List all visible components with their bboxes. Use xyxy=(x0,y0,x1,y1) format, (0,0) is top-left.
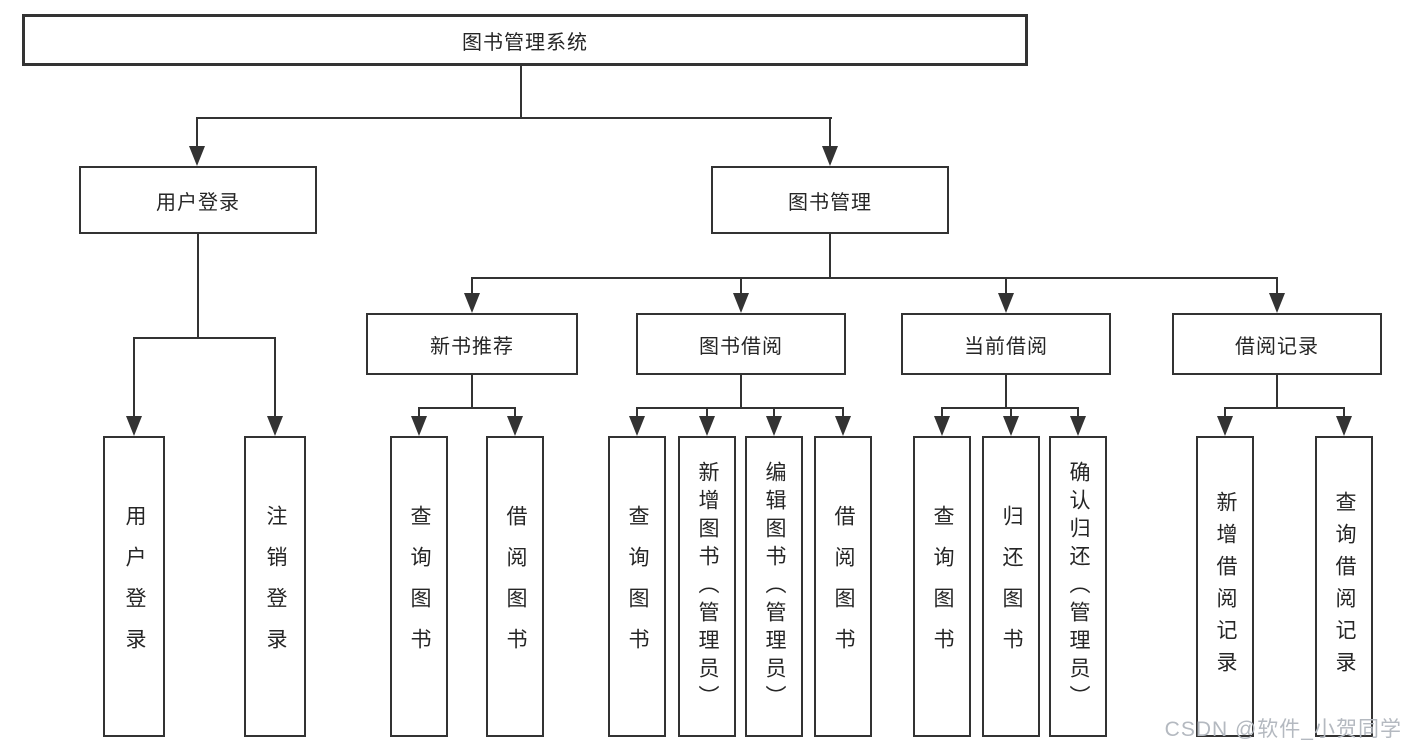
connector-root-split xyxy=(196,117,832,119)
node-root: 图书管理系统 xyxy=(22,14,1028,66)
module-borrow-records: 借阅记录 xyxy=(1172,313,1382,375)
arrow-down-icon xyxy=(835,416,851,436)
arrow-down-icon xyxy=(934,416,950,436)
connector-book-mgmt-split xyxy=(471,277,1278,279)
leaf-query-books: 查询图书 xyxy=(608,436,666,737)
arrow-down-icon xyxy=(507,416,523,436)
leaf-borrow-books: 借阅图书 xyxy=(814,436,872,737)
arrow-down-icon xyxy=(1336,416,1352,436)
leaf-user-login: 用户登录 xyxy=(103,436,165,737)
arrow-down-icon xyxy=(1003,416,1019,436)
connector-leaf-shaft xyxy=(941,407,943,417)
arrow-down-icon xyxy=(126,416,142,436)
module-book-borrow: 图书借阅 xyxy=(636,313,846,375)
arrow-down-icon xyxy=(411,416,427,436)
arrow-down-icon xyxy=(1070,416,1086,436)
leaf-borrow-books: 借阅图书 xyxy=(486,436,544,737)
branch-book-management: 图书管理 xyxy=(711,166,949,234)
connector-leaf-shaft xyxy=(133,337,135,417)
leaf-query-books: 查询图书 xyxy=(390,436,448,737)
leaf-add-borrow-record: 新增借阅记录 xyxy=(1196,436,1254,737)
module-new-book-recommend: 新书推荐 xyxy=(366,313,578,375)
leaf-add-books-admin: 新增图书（管理员） xyxy=(678,436,736,737)
connector-module-split xyxy=(418,407,516,409)
arrow-down-icon xyxy=(699,416,715,436)
connector-module-split xyxy=(1224,407,1344,409)
leaf-logout-login: 注销登录 xyxy=(244,436,306,737)
connector-module-stem xyxy=(1276,375,1278,408)
branch-user-login: 用户登录 xyxy=(79,166,317,234)
connector-leaf-shaft xyxy=(636,407,638,417)
arrow-down-icon xyxy=(464,293,480,313)
arrow-down-icon xyxy=(1269,293,1285,313)
leaf-query-borrow-record: 查询借阅记录 xyxy=(1315,436,1373,737)
arrow-down-icon xyxy=(629,416,645,436)
connector-book-mgmt-shaft xyxy=(829,117,831,147)
arrow-down-icon xyxy=(189,146,205,166)
connector-leaf-shaft xyxy=(274,337,276,417)
connector-module-stem xyxy=(471,375,473,408)
connector-module-shaft xyxy=(471,277,473,294)
arrow-down-icon xyxy=(822,146,838,166)
connector-leaf-shaft xyxy=(1010,407,1012,417)
leaf-return-books: 归还图书 xyxy=(982,436,1040,737)
connector-leaf-shaft xyxy=(514,407,516,417)
leaf-query-books: 查询图书 xyxy=(913,436,971,737)
connector-module-shaft xyxy=(1276,277,1278,294)
connector-leaf-shaft xyxy=(1343,407,1345,417)
connector-leaf-shaft xyxy=(418,407,420,417)
connector-user-login-shaft xyxy=(196,117,198,147)
arrow-down-icon xyxy=(998,293,1014,313)
csdn-watermark: CSDN @软件_小贺同学 xyxy=(1164,718,1402,741)
module-current-borrow: 当前借阅 xyxy=(901,313,1111,375)
connector-module-stem xyxy=(740,375,742,408)
leaf-edit-books-admin: 编辑图书（管理员） xyxy=(745,436,803,737)
connector-leaf-shaft xyxy=(773,407,775,417)
connector-module-split xyxy=(636,407,844,409)
arrow-down-icon xyxy=(1217,416,1233,436)
connector-leaf-shaft xyxy=(1077,407,1079,417)
connector-root-stem xyxy=(520,66,522,118)
leaf-confirm-return-admin: 确认归还（管理员） xyxy=(1049,436,1107,737)
connector-leaf-shaft xyxy=(842,407,844,417)
arrow-down-icon xyxy=(766,416,782,436)
connector-leaf-shaft xyxy=(1224,407,1226,417)
connector-module-shaft xyxy=(740,277,742,294)
connector-module-stem xyxy=(1005,375,1007,408)
connector-book-mgmt-stem xyxy=(829,234,831,278)
connector-module-shaft xyxy=(1005,277,1007,294)
arrow-down-icon xyxy=(733,293,749,313)
connector-user-login-split xyxy=(133,337,276,339)
connector-user-login-stem xyxy=(197,234,199,338)
arrow-down-icon xyxy=(267,416,283,436)
connector-leaf-shaft xyxy=(706,407,708,417)
